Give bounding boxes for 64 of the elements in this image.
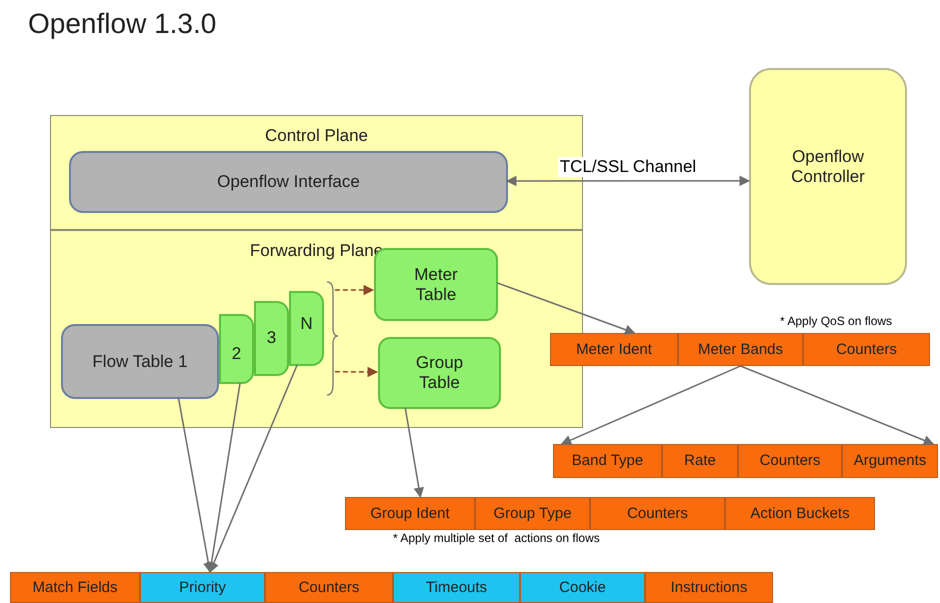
field-cell: [803, 333, 930, 366]
arrow: [334, 366, 378, 378]
panel-title: Control Plane: [264, 126, 368, 146]
node-label: Openflow Controller: [790, 146, 866, 186]
arrow: [178, 398, 214, 574]
node-label: Flow Table 1: [92, 352, 188, 372]
field-cell: [842, 444, 938, 478]
process-box: [69, 151, 508, 213]
note: * Apply multiple set of actions on flows: [393, 531, 600, 545]
field-cell: [645, 572, 773, 603]
node-label: Rate: [684, 452, 716, 470]
field-cell: [10, 572, 140, 603]
field-cell: [725, 497, 875, 530]
node-label: Match Fields: [32, 578, 118, 596]
node-label: Action Buckets: [750, 504, 850, 522]
node-label: Meter Bands: [698, 340, 784, 358]
arrow: [208, 364, 298, 573]
node-label: Counters: [627, 504, 688, 522]
node-label: Meter Table: [413, 264, 459, 304]
note: * Apply QoS on flows: [780, 314, 892, 328]
node-label: Group Type: [493, 504, 572, 522]
arrow: [206, 382, 241, 574]
node-label: Counters: [836, 340, 897, 358]
edge-label: TCL/SSL Channel: [558, 156, 698, 177]
title: Openflow 1.3.0: [28, 8, 216, 40]
node-label: Band Type: [572, 452, 644, 470]
node-label: Timeouts: [426, 578, 488, 596]
field-cell: [345, 497, 475, 530]
table-number: 3: [266, 328, 276, 348]
field-cell: [475, 497, 590, 530]
node-label: Meter Ident: [576, 340, 652, 358]
field-cell: [520, 572, 645, 603]
field-cell: [590, 497, 725, 530]
field-cell: [265, 572, 393, 603]
field-cell: [393, 572, 520, 603]
node-label: Priority: [179, 578, 226, 596]
arrow: [496, 282, 636, 335]
node-label: Instructions: [670, 578, 748, 596]
process-box: [749, 68, 907, 285]
table-number: 2: [232, 344, 242, 364]
field-cell: [738, 444, 842, 478]
node-label: Arguments: [854, 452, 926, 470]
table-card: [219, 314, 254, 384]
table-number: N: [300, 314, 313, 334]
process-box: [61, 324, 219, 399]
field-cell: [140, 572, 265, 603]
field-cell: [678, 333, 803, 366]
arrow: [404, 408, 424, 498]
arrow: [740, 365, 934, 446]
arrow: [506, 176, 750, 186]
field-cell: [550, 333, 678, 366]
field-cell: [662, 444, 738, 478]
process-box: [378, 337, 501, 409]
arrow: [560, 365, 741, 446]
node-label: Openflow Interface: [217, 172, 360, 192]
field-cell: [553, 444, 662, 478]
table-card: [289, 291, 324, 366]
node-label: Counters: [298, 578, 360, 596]
node-label: Cookie: [559, 578, 606, 596]
node-label: Group Table: [414, 353, 464, 393]
node-label: Counters: [760, 452, 820, 470]
node-label: Group Ident: [370, 504, 450, 522]
arrow: [334, 284, 374, 296]
table-card: [254, 301, 289, 376]
